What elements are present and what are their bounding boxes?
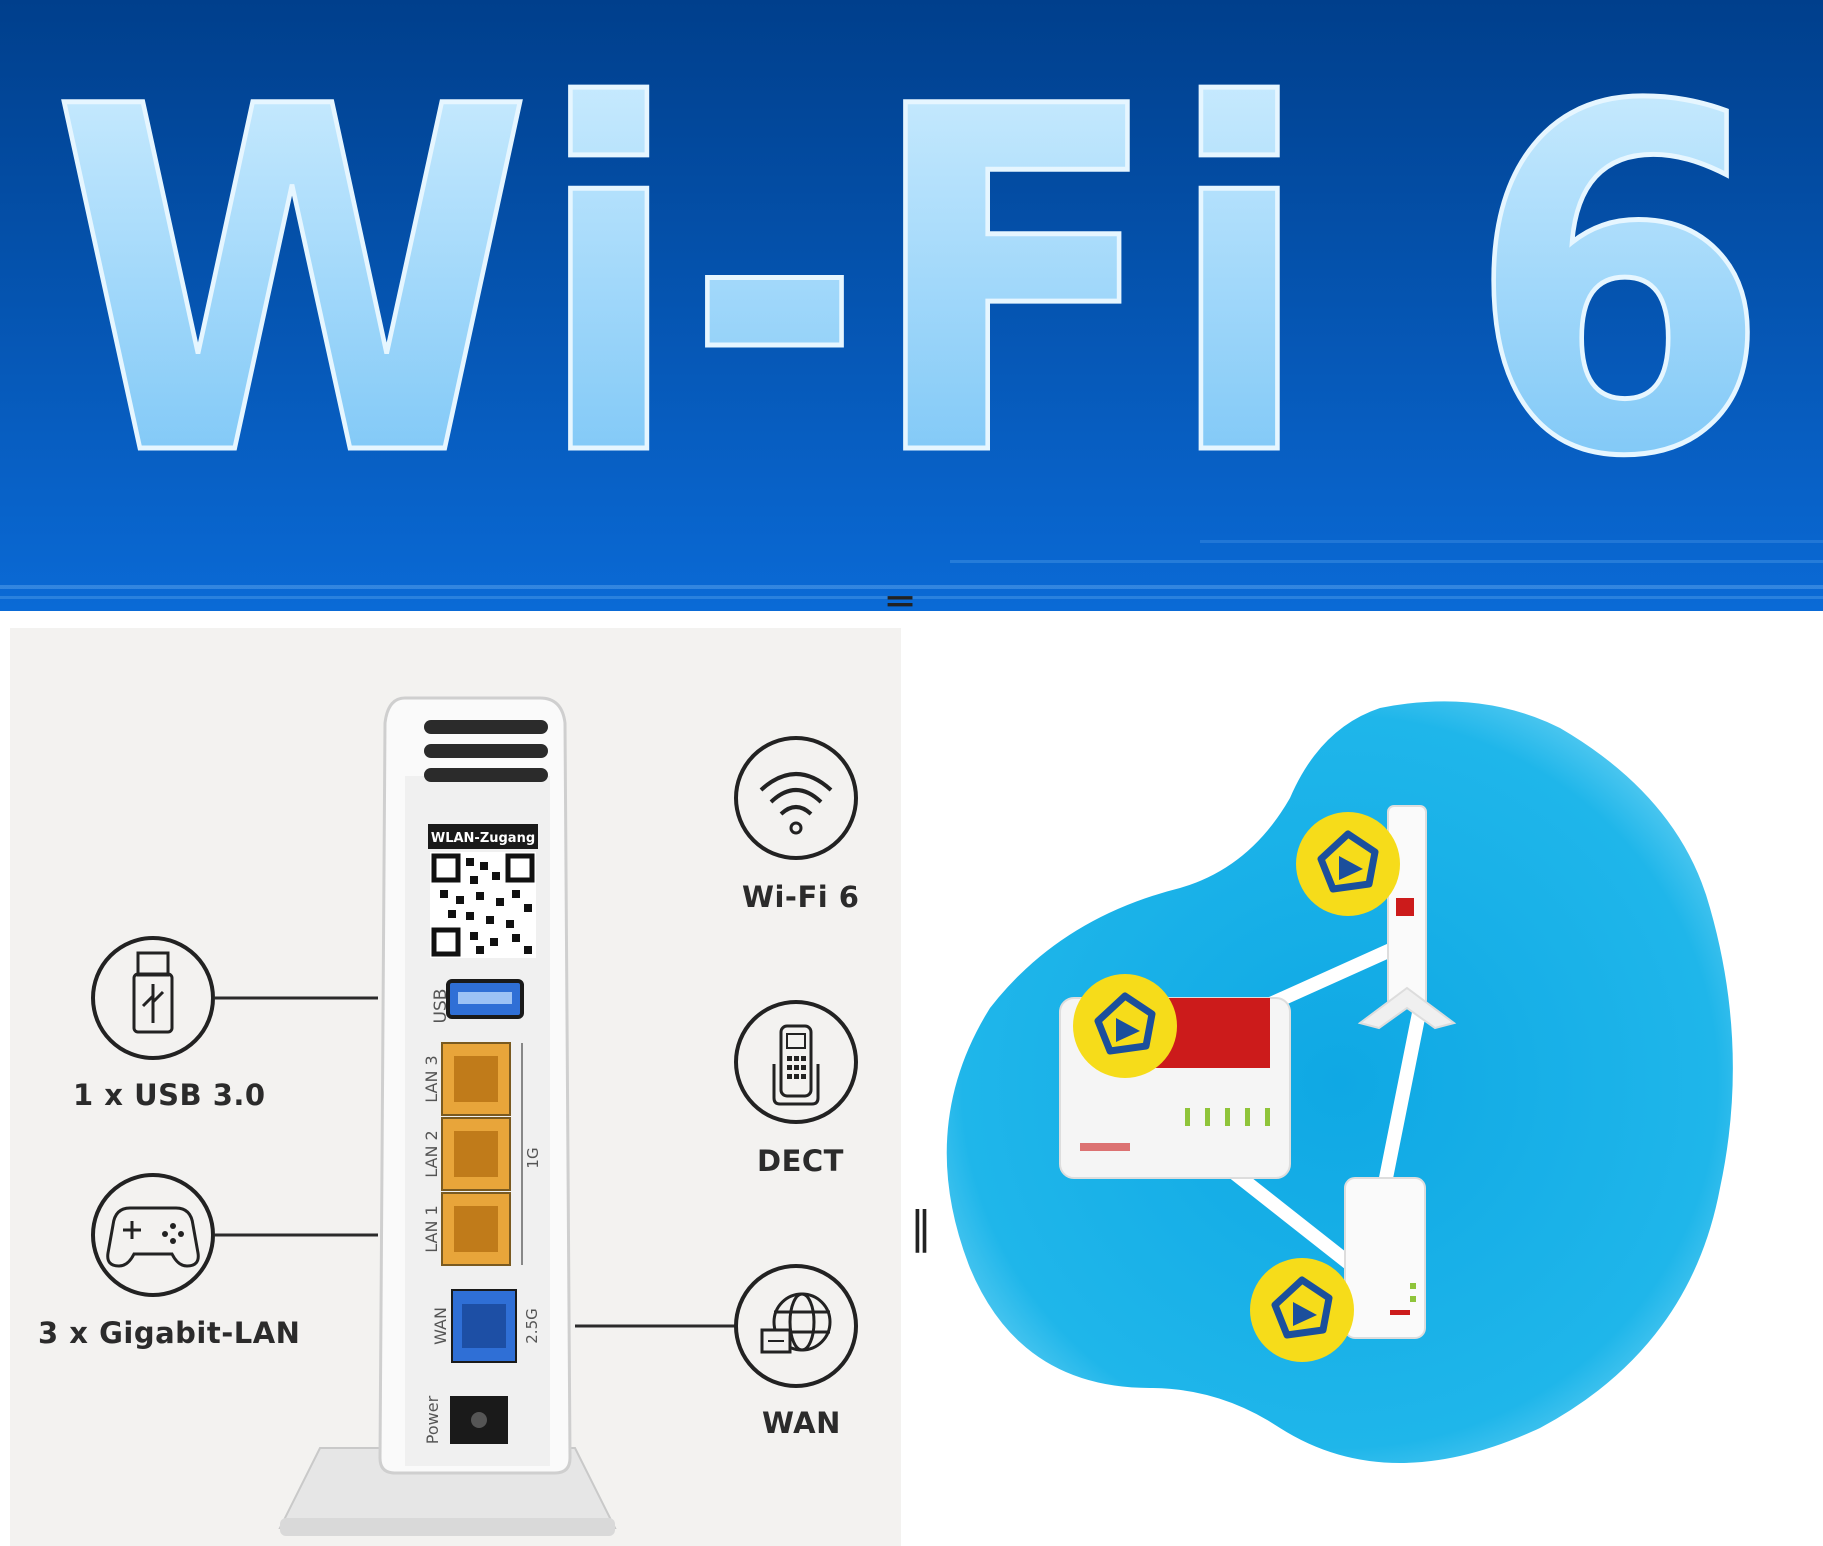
router-rear-panel: WLAN-Zugang USB LAN 3 LAN 2 LAN 1 1G WAN… — [10, 628, 901, 1546]
globe-wan-icon — [734, 1264, 858, 1388]
feature-label-dect: DECT — [757, 1144, 844, 1178]
feature-label-lan: 3 x Gigabit-LAN — [38, 1316, 301, 1350]
wifi6-banner: Wi-Fi 6 — [0, 0, 1823, 611]
wan-port-label: WAN — [431, 1307, 450, 1345]
divider-mark-horizontal: ═ — [888, 579, 913, 625]
lan-ports — [441, 1042, 523, 1266]
lan1-label: LAN 1 — [422, 1205, 441, 1252]
mesh-badge-icon — [1296, 812, 1400, 916]
usb-stick-icon — [91, 936, 215, 1060]
feature-label-wifi: Wi-Fi 6 — [742, 880, 860, 914]
banner-headline: Wi-Fi 6 — [51, 8, 1771, 561]
mesh-adapter — [1344, 1177, 1426, 1339]
power-label: Power — [423, 1395, 442, 1444]
dect-phone-icon — [734, 1000, 858, 1124]
wifi-icon — [734, 736, 858, 860]
feature-label-wan: WAN — [762, 1406, 841, 1440]
usb-port-label: USB — [431, 989, 451, 1024]
qr-code — [428, 824, 538, 958]
wan-speed-label: 2.5G — [523, 1308, 541, 1343]
mesh-badge-icon — [1073, 974, 1177, 1078]
mesh-network-illustration — [920, 628, 1823, 1546]
dot-wave-decoration — [0, 540, 1823, 599]
lan2-label: LAN 2 — [422, 1130, 441, 1177]
feature-label-usb: 1 x USB 3.0 — [73, 1078, 266, 1112]
lan3-label: LAN 3 — [422, 1055, 441, 1102]
mesh-badge-icon — [1250, 1258, 1354, 1362]
gamepad-icon — [91, 1173, 215, 1297]
lan-speed-label: 1G — [524, 1147, 542, 1168]
divider-mark-vertical: ‖ — [910, 1202, 932, 1253]
coverage-cloud — [946, 701, 1733, 1463]
qr-label: WLAN-Zugang — [431, 831, 535, 846]
